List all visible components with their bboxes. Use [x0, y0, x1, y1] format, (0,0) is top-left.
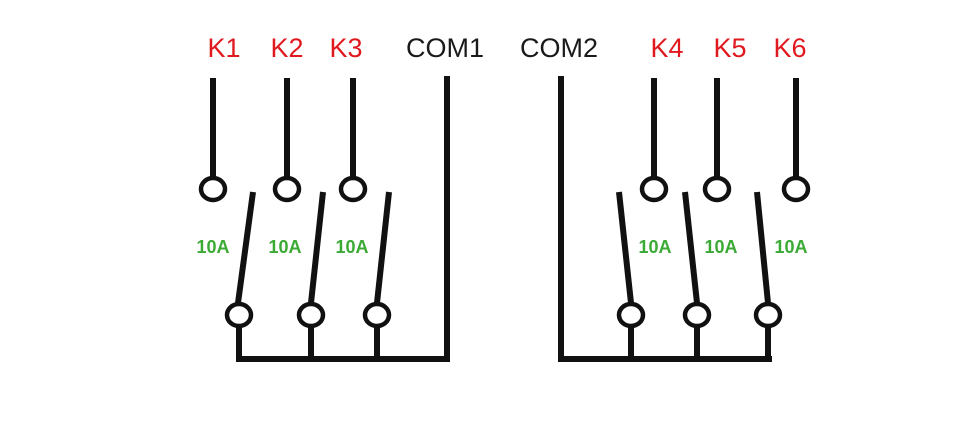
- switch-blade-k4: [616, 191, 634, 304]
- pivot-contact-k1: [224, 301, 254, 329]
- rating-label-k3: 10A: [335, 237, 368, 257]
- pivot-contact-k3: [362, 301, 392, 329]
- relay-switch-k1: 10A: [196, 78, 256, 359]
- relay-label-k6: K6: [773, 33, 806, 63]
- com-label-com2: COM2: [520, 33, 598, 63]
- fixed-contact-k3: [338, 175, 368, 203]
- relay-switch-k5: 10A: [682, 78, 738, 359]
- fixed-contact-k2: [272, 175, 302, 203]
- pivot-contact-k6: [753, 301, 783, 329]
- switch-blade-k3: [374, 191, 392, 304]
- rating-label-k4: 10A: [638, 237, 671, 257]
- switch-blade-k5: [682, 191, 700, 304]
- relay-label-k5: K5: [713, 33, 746, 63]
- rating-label-k5: 10A: [704, 237, 737, 257]
- fixed-contact-k5: [702, 175, 732, 203]
- fixed-contact-k1: [198, 175, 228, 203]
- switch-blade-k1: [235, 191, 256, 304]
- fixed-contact-k4: [639, 175, 669, 203]
- relay-group-1: K1 K2 K3 COM1 10A 10A: [196, 33, 484, 362]
- relay-label-k4: K4: [650, 33, 683, 63]
- switch-blade-k2: [308, 191, 326, 304]
- relay-switch-k2: 10A: [268, 78, 326, 359]
- relay-label-k1: K1: [207, 33, 240, 63]
- rating-label-k2: 10A: [268, 237, 301, 257]
- switch-blade-k6: [754, 191, 771, 304]
- relay-switch-k6: 10A: [753, 78, 811, 359]
- relay-label-k3: K3: [329, 33, 362, 63]
- relay-group-2: COM2 K4 K5 K6 10A 10A: [520, 33, 811, 362]
- relay-switch-k4: 10A: [616, 78, 672, 359]
- pivot-contact-k4: [616, 301, 646, 329]
- rating-label-k1: 10A: [196, 237, 229, 257]
- com-label-com1: COM1: [406, 33, 484, 63]
- fixed-contact-k6: [781, 175, 811, 203]
- pivot-contact-k5: [682, 301, 712, 329]
- relay-switch-k3: 10A: [335, 78, 392, 359]
- relay-label-k2: K2: [270, 33, 303, 63]
- rating-label-k6: 10A: [774, 237, 807, 257]
- pivot-contact-k2: [296, 301, 326, 329]
